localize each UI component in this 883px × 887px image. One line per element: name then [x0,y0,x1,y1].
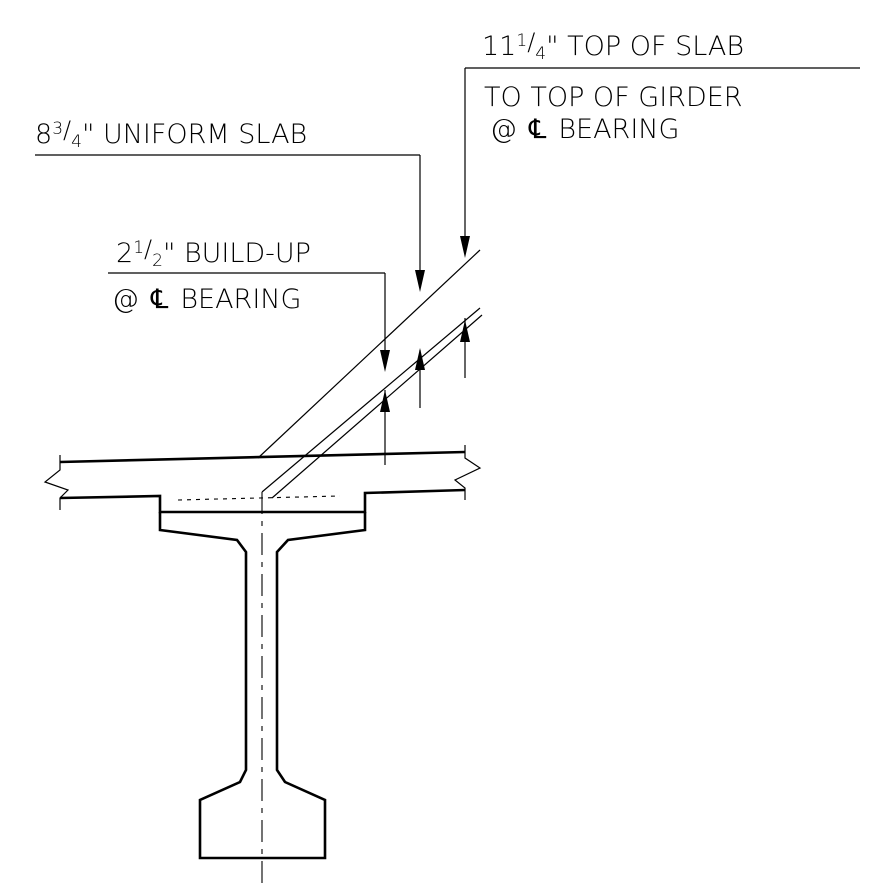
top-of-slab-callout: 111/4" TOP OF SLAB TO TOP OF GIRDER @℄BE… [460,28,860,378]
top-of-slab-arrow-up [460,320,470,342]
build-up-arrow [380,350,390,372]
deck-slab [43,445,482,514]
girder-section [158,492,367,885]
slab-top-edge [59,450,466,464]
uniform-slab-arrow [415,270,425,292]
build-up-callout: 21/2" BUILD-UP @℄BEARING [108,235,390,465]
top-of-slab-line2: TO TOP OF GIRDER [484,82,743,113]
diag-top-of-slab [257,249,481,459]
girder-outline [158,512,367,860]
top-of-girder-dotted [177,495,341,501]
top-of-slab-arrow [460,236,470,258]
top-of-slab-line3: @℄BEARING [490,114,679,145]
diag-top-of-girder-inner [271,314,483,499]
build-up-line2: @℄BEARING [112,284,301,315]
build-up-arrow-up [380,390,390,412]
diagonal-dimension-lines [257,249,483,499]
top-of-slab-line1: 111/4" TOP OF SLAB [482,28,744,64]
uniform-slab-label: 83/4" UNIFORM SLAB [35,116,307,152]
build-up-line1: 21/2" BUILD-UP [116,235,311,271]
uniform-slab-callout: 83/4" UNIFORM SLAB [35,116,425,408]
slab-right-break [453,445,482,500]
slab-left-break [43,455,70,510]
diag-top-of-girder-outer [261,307,481,493]
